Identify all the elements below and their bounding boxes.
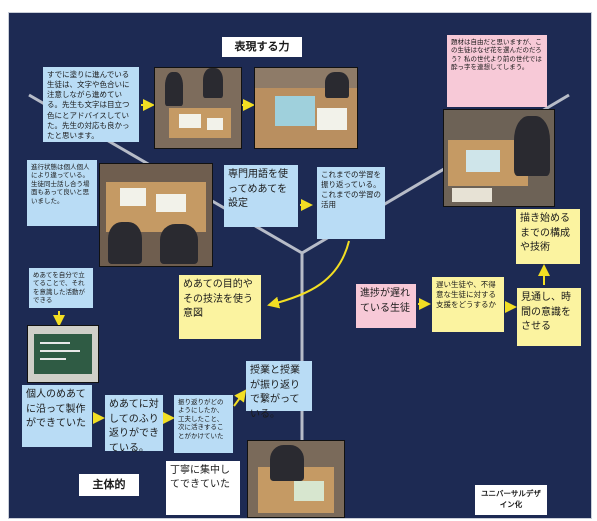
classroom-photo-3 xyxy=(99,163,213,267)
classroom-photo-4 xyxy=(443,109,555,207)
diagram-board: 表現する力 主体的 ユニバーサルデザイン化 すでに塗りに進んでいる生徒は、文字や… xyxy=(8,12,592,519)
note-time-awareness: 見通し、時間の意識をさせる xyxy=(517,288,581,346)
note-reflection: めあてに対してのふり返りができている。 xyxy=(105,395,163,454)
note-technical-terms: 専門用語を使ってめあてを設定 xyxy=(224,165,298,227)
arrow-n4-n5 xyxy=(267,240,350,309)
note-focused: 丁寧に集中してできていた xyxy=(166,461,240,515)
note-composition-skills: 描き始めるまでの構成や技術 xyxy=(516,209,580,264)
note-late-students: 進捗が遅れている生徒 xyxy=(356,284,416,328)
classroom-photo-2 xyxy=(254,67,358,149)
note-personal-goal: 個人のめあてに沿って製作ができていた xyxy=(22,385,92,447)
classroom-photo-1 xyxy=(154,67,242,149)
note-goal-purpose: めあての目的やその技法を使う意図 xyxy=(179,275,261,339)
note-support-slow: 遅い生徒や、不得意な生徒に対する支援をどうするか xyxy=(432,277,504,332)
title-proactive: 主体的 xyxy=(79,474,139,496)
note-reflection-detail: 振り返りがどのようにしたか、工夫したこと、次に活きすることがかけていた xyxy=(174,395,233,453)
note-lesson-connection: 授業と授業が振り返りで繋がっている。 xyxy=(246,361,312,420)
note-coloring-progress: すでに塗りに進んでいる生徒は、文字や色合いに注意しながら進めている。先生も文字は… xyxy=(43,67,139,142)
note-self-goal: めあてを自分で立てることで、それを意識した活動ができる xyxy=(29,268,93,308)
note-past-learning: これまでの学習を振り返っている。これまでの学習の活用 xyxy=(317,167,385,239)
note-individual-progress: 進行状態は個人個人により違っている。生徒同士話し合う場面もあって良いと思いました… xyxy=(27,160,97,226)
classroom-photo-5 xyxy=(247,440,345,518)
title-universal-design: ユニバーサルデザイン化 xyxy=(475,485,547,515)
blackboard-photo xyxy=(27,325,99,383)
title-expression: 表現する力 xyxy=(222,37,302,57)
arrow-n14-n15 xyxy=(233,389,247,407)
note-flower-theme: 題材は自由だと思いますが、この生徒はなぜ花を選んだのだろう？私の世代より前の世代… xyxy=(447,35,547,107)
